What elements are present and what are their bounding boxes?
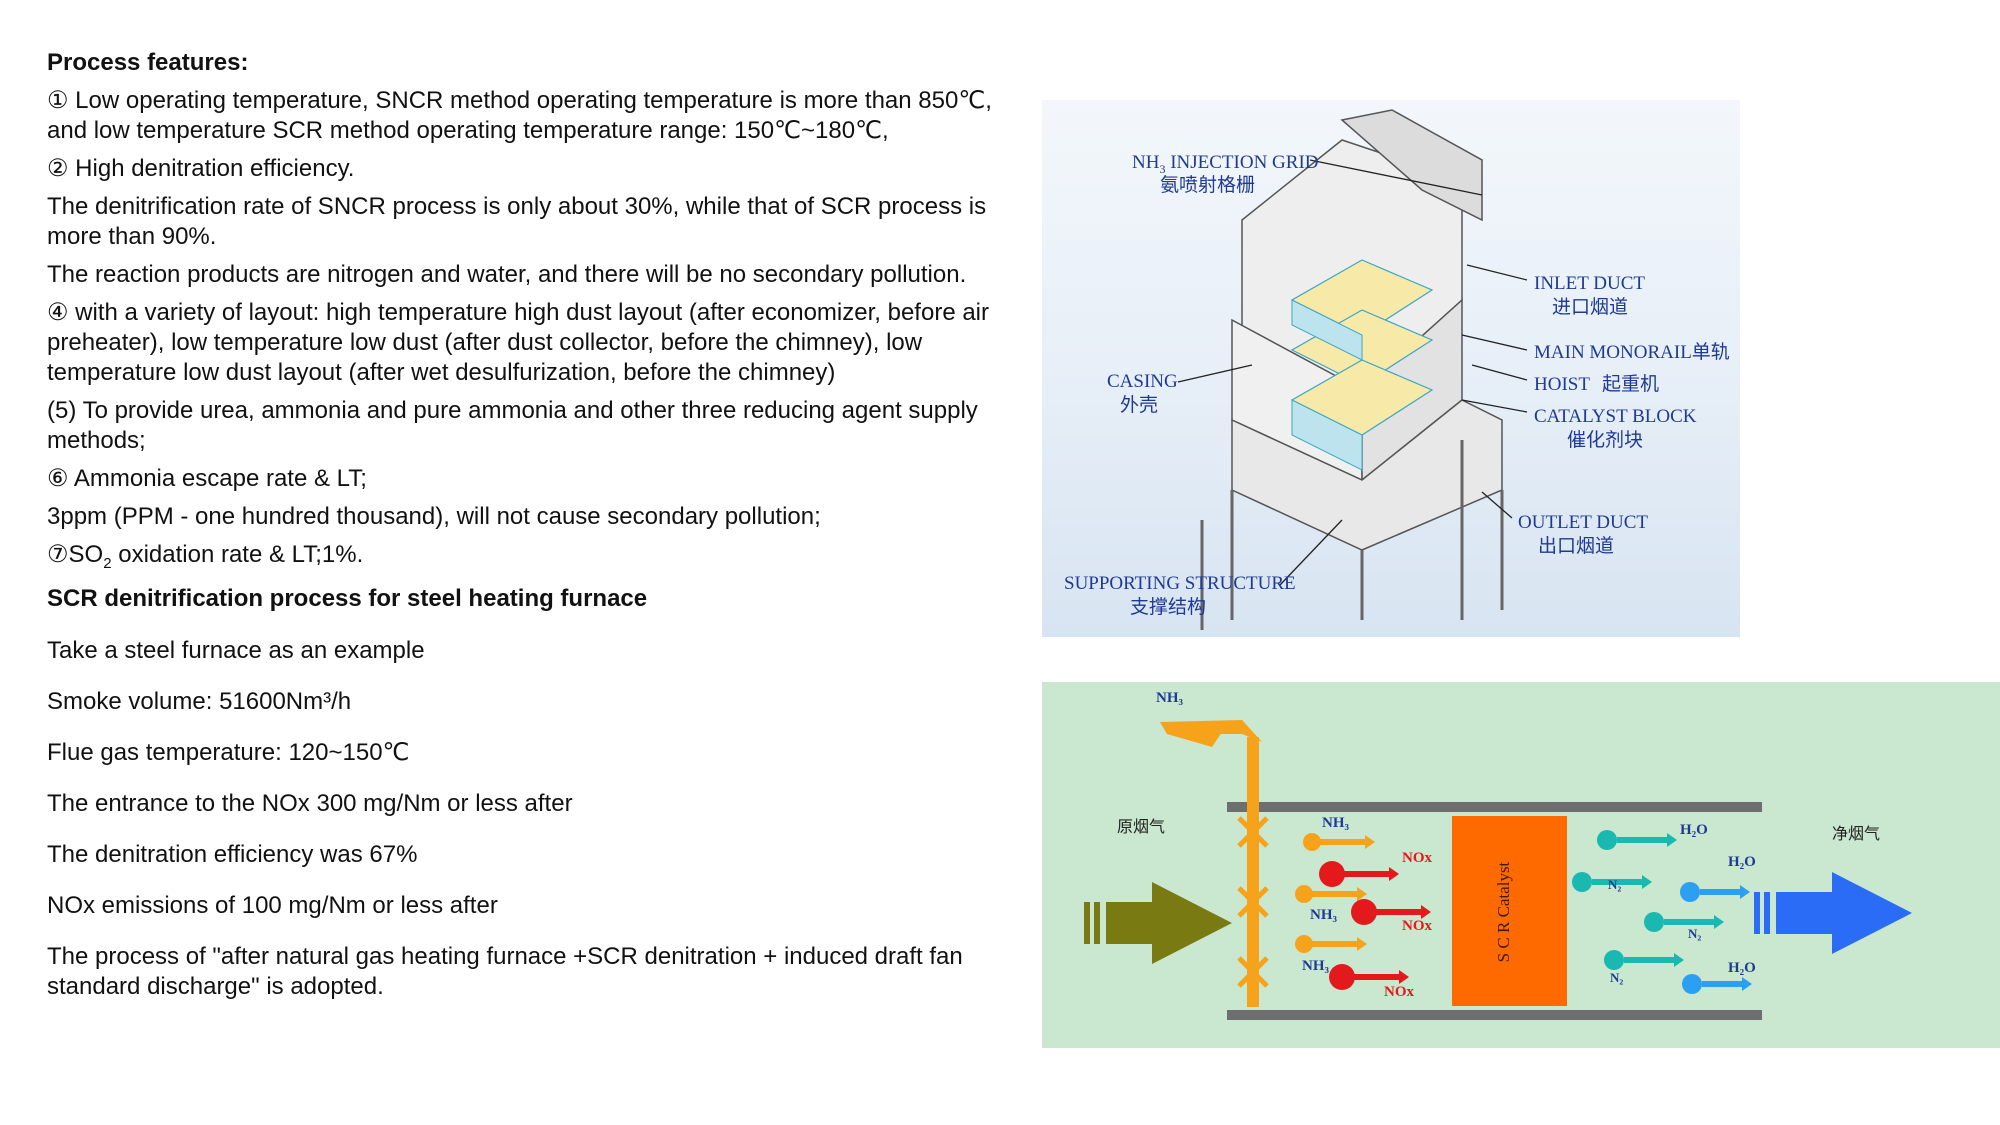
reactant-molecules [1295,833,1431,990]
support-legs [1200,440,1504,630]
scr-flow-diagram: S C R Catalyst NH₃ [1084,690,1912,1020]
nozzle-fans [1237,816,1269,988]
scr-reactor-figure: NH3 INJECTION GRID 氨喷射格栅 INLET DUCT 进口烟道… [1042,100,1740,637]
process-features-heading: Process features: [47,49,249,76]
duct-bottom-wall [1227,1010,1762,1020]
leader-lines [1177,159,1528,586]
example-5: The denitration efficiency was 67% [47,841,418,868]
clean-gas-label: 净烟气 [1832,825,1880,843]
nh3-label-1: NH₃ [1322,815,1350,831]
nox-label-2: NOx [1402,918,1433,934]
catalyst-block-cn: 催化剂块 [1567,429,1643,451]
outlet-duct-cn: 出口烟道 [1538,535,1614,557]
example-6: NOx emissions of 100 mg/Nm or less after [47,892,498,919]
feature-1: ① Low operating temperature, SNCR method… [47,87,992,144]
casing-cn: 外壳 [1120,394,1158,416]
inlet-duct-label: INLET DUCT [1534,273,1645,294]
nh3-grid-label: NH3 INJECTION GRID [1132,152,1319,176]
feature-5: ④ with a variety of layout: high tempera… [47,299,989,386]
flow-labels: NH₃ 原烟气 净烟气 NH₃ NH₃ NH₃ NOx NOx NOx H₂O … [1117,690,1880,1000]
feature-7: ⑥ Ammonia escape rate & LT; [47,465,367,492]
h2o-label-2: H₂O [1728,854,1756,870]
nh3-grid-cn: 氨喷射格栅 [1160,174,1255,196]
reactor-labels: NH3 INJECTION GRID 氨喷射格栅 INLET DUCT 进口烟道… [1064,152,1730,618]
feature-2: ② High denitration efficiency. [47,155,355,182]
n2-label-1: N₂ [1608,877,1621,892]
raw-gas-label: 原烟气 [1117,818,1165,836]
product-molecules [1572,830,1724,970]
hoist-label: HOIST [1534,374,1590,395]
raw-gas-arrow [1084,882,1232,964]
feature-3: The denitrification rate of SNCR process… [47,193,987,250]
water-molecules [1680,882,1752,994]
scr-catalyst-block [1452,816,1567,1006]
catalyst-side [1291,299,1363,471]
clean-gas-arrow [1754,872,1912,954]
scr-flow-figure: S C R Catalyst NH₃ [1042,682,2000,1048]
feature-6: (5) To provide urea, ammonia and pure am… [47,397,978,454]
nh3-label-2: NH₃ [1310,907,1338,923]
n2-label-2: N₂ [1688,926,1701,941]
feature-9: ⑦SO2 oxidation rate & LT;1%. [47,541,364,572]
nh3-injection-pipe [1160,720,1262,1007]
feature-8: 3ppm (PPM - one hundred thousand), will … [47,503,821,530]
nh3-top-label: NH₃ [1156,690,1184,706]
monorail-label: MAIN MONORAIL单轨 [1534,341,1730,363]
text-column: Process features: ① Low operating temper… [47,48,1037,1023]
nox-label-3: NOx [1384,984,1415,1000]
inlet-duct-cn: 进口烟道 [1552,296,1628,318]
example-4: The entrance to the NOx 300 mg/Nm or les… [47,790,573,817]
h2o-label-1: H₂O [1680,822,1708,838]
catalyst-label: S C R Catalyst [1494,861,1513,962]
hoist-cn: 起重机 [1602,373,1659,395]
scr-heading: SCR denitrification process for steel he… [47,585,648,612]
example-3: Flue gas temperature: 120~150℃ [47,739,410,766]
duct-top-wall [1227,802,1762,812]
catalyst-block-label: CATALYST BLOCK [1534,406,1697,427]
supporting-label: SUPPORTING STRUCTURE [1064,573,1296,594]
h2o-label-3: H₂O [1728,960,1756,976]
nox-label-1: NOx [1402,850,1433,866]
feature-4: The reaction products are nitrogen and w… [47,261,967,288]
example-7: The process of "after natural gas heatin… [47,943,963,1000]
nh3-label-3: NH₃ [1302,958,1330,974]
supporting-cn: 支撑结构 [1130,596,1206,618]
example-2: Smoke volume: 51600Nm³/h [47,688,352,715]
outlet-duct-label: OUTLET DUCT [1518,512,1648,533]
example-1: Take a steel furnace as an example [47,637,425,664]
outlet-hopper [1231,399,1503,551]
n2-label-3: N₂ [1610,970,1623,985]
injection-grid-box [1340,109,1483,222]
scr-reactor-drawing: NH3 INJECTION GRID 氨喷射格栅 INLET DUCT 进口烟道… [1064,109,1730,630]
casing-label: CASING [1107,371,1178,392]
